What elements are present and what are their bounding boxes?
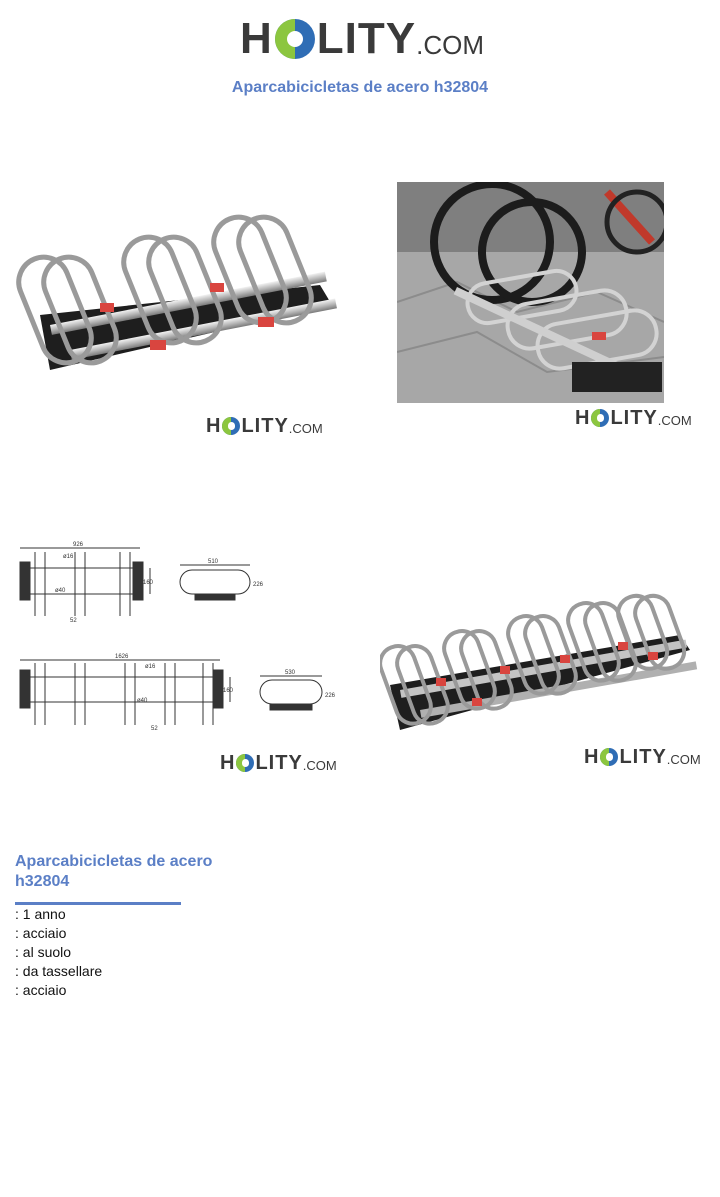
spec-item: : da tassellare	[15, 963, 103, 979]
dim-bot-height: 160	[223, 688, 234, 694]
logo-o-icon	[236, 754, 255, 772]
dim-bot-base: ø40	[137, 698, 148, 704]
brand-logo[interactable]: H LITY .COM	[240, 14, 484, 64]
product-image-rack-5[interactable]	[378, 590, 700, 740]
wm-lity: LITY	[255, 751, 303, 774]
logo-o-icon	[600, 748, 619, 766]
dim-top-height: 160	[143, 580, 154, 586]
dim-bot-loop-h: 226	[325, 693, 336, 699]
wm-lity: LITY	[241, 414, 289, 437]
spec-item: : al suolo	[15, 944, 72, 960]
wm-h: H	[206, 414, 222, 437]
rack-5-illustration	[378, 593, 698, 730]
dim-top-offset: 52	[70, 618, 77, 624]
logo-letter-h: H	[240, 14, 273, 63]
logo-lity: LITY	[316, 14, 417, 63]
product-image-rack-3[interactable]	[0, 165, 360, 435]
watermark-logo-1: H LITY .COM	[206, 414, 323, 438]
wm-lity: LITY	[619, 745, 667, 768]
wm-com: .COM	[288, 421, 323, 436]
dim-top-base: ø40	[55, 588, 66, 594]
dim-top-loop-w: 510	[208, 559, 219, 565]
watermark-logo-4: H LITY .COM	[584, 745, 701, 769]
spec-item: : 1 anno	[15, 906, 66, 922]
wm-com: .COM	[302, 758, 337, 773]
dim-top-tube: ø16	[63, 554, 74, 560]
watermark-logo-3: H LITY .COM	[220, 751, 337, 775]
product-photo-with-bikes[interactable]	[396, 180, 670, 403]
page-title: Aparcabicicletas de acero h32804	[231, 79, 489, 96]
technical-drawings[interactable]: 926 ø16 160 ø40 52 510 226 1626 ø16 160 …	[15, 540, 345, 740]
dim-top-loop-h: 226	[253, 582, 264, 588]
spec-item: : acciaio	[15, 982, 67, 998]
rack-3-illustration	[16, 214, 337, 370]
logo-o-icon	[222, 417, 241, 435]
watermark-logo-2: H LITY .COM	[575, 406, 692, 430]
dim-bot-width: 1626	[115, 654, 129, 660]
wm-lity: LITY	[610, 406, 658, 429]
product-heading: Aparcabicicletas de acero h32804	[15, 853, 213, 890]
dim-bot-offset: 52	[151, 726, 158, 732]
drawing-illustration: 926 ø16 160 ø40 52 510 226 1626 ø16 160 …	[19, 542, 336, 732]
heading-divider	[15, 902, 181, 905]
wm-h: H	[575, 406, 591, 429]
dim-top-width: 926	[73, 542, 84, 548]
dim-bot-tube: ø16	[145, 664, 156, 670]
wm-h: H	[220, 751, 236, 774]
logo-com: .COM	[416, 29, 484, 60]
wm-h: H	[584, 745, 600, 768]
logo-o-icon	[274, 19, 315, 59]
dim-bot-loop-w: 530	[285, 670, 296, 676]
logo-o-icon	[591, 409, 610, 427]
spec-item: : acciaio	[15, 925, 67, 941]
wm-com: .COM	[666, 752, 701, 767]
wm-com: .COM	[657, 413, 692, 428]
photo-illustration	[396, 180, 670, 403]
